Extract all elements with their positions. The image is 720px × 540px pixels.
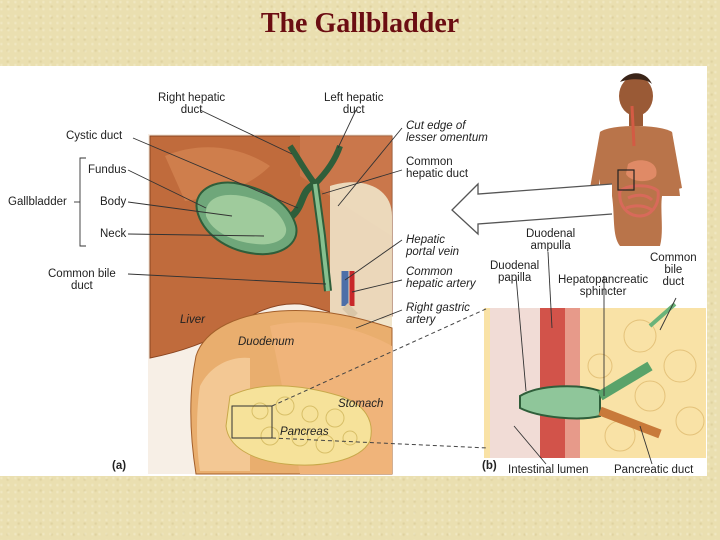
label-stomach: Stomach — [338, 398, 384, 410]
label-hepatopancreatic-sphincter: Hepatopancreatic sphincter — [558, 274, 649, 298]
label-liver: Liver — [180, 314, 205, 326]
left-hepatic-duct — [312, 144, 343, 187]
panel-a-artwork — [148, 134, 393, 475]
label-gallbladder: Gallbladder — [8, 196, 67, 208]
detail-box — [231, 405, 273, 439]
label-common-hepatic-artery: Common hepatic artery — [406, 266, 476, 290]
right-hepatic-duct — [287, 144, 318, 186]
label-pancreatic-duct: Pancreatic duct — [614, 464, 694, 476]
diagram-panel: Right hepatic duct Left hepatic duct Cys… — [0, 66, 707, 476]
bile-duct-detail — [597, 361, 653, 401]
label-hepatic-portal-vein: Hepatic portal vein — [406, 234, 460, 258]
label-cut-edge-lesser-omentum: Cut edge of lesser omentum — [406, 120, 488, 144]
label-common-bile-duct-left: Common bile duct — [48, 268, 116, 292]
label-cystic-duct: Cystic duct — [66, 130, 123, 142]
label-left-hepatic-duct: Left hepatic duct — [324, 92, 384, 116]
label-right-hepatic-duct: Right hepatic duct — [158, 92, 226, 116]
figure-locator-box — [617, 169, 635, 191]
body-figure — [590, 73, 682, 246]
label-duodenal-papilla: Duodenal papilla — [490, 260, 540, 284]
pancreatic-duct-detail — [598, 406, 662, 439]
magnify-arrow — [451, 182, 613, 236]
intestinal-wall — [490, 308, 540, 458]
label-duodenal-ampulla: Duodenal ampulla — [526, 228, 576, 252]
label-fundus: Fundus — [88, 164, 127, 176]
label-intestinal-lumen: Intestinal lumen — [508, 464, 589, 476]
label-right-gastric-artery: Right gastric artery — [406, 302, 470, 326]
slide-title: The Gallbladder — [260, 8, 460, 39]
label-duodenum: Duodenum — [238, 336, 295, 348]
panel-b-artwork — [484, 302, 706, 458]
label-neck: Neck — [100, 228, 127, 240]
label-pancreas: Pancreas — [280, 426, 329, 438]
gallbladder-illustration — [74, 73, 706, 475]
label-common-bile-duct-right: Common bile duct — [650, 252, 697, 288]
label-common-hepatic-duct: Common hepatic duct — [406, 156, 469, 180]
leader-lines — [74, 109, 677, 465]
label-body: Body — [100, 196, 127, 208]
label-panel-b: (b) — [482, 460, 497, 472]
label-panel-a: (a) — [112, 460, 127, 472]
duodenal-papilla-shape — [519, 385, 601, 420]
